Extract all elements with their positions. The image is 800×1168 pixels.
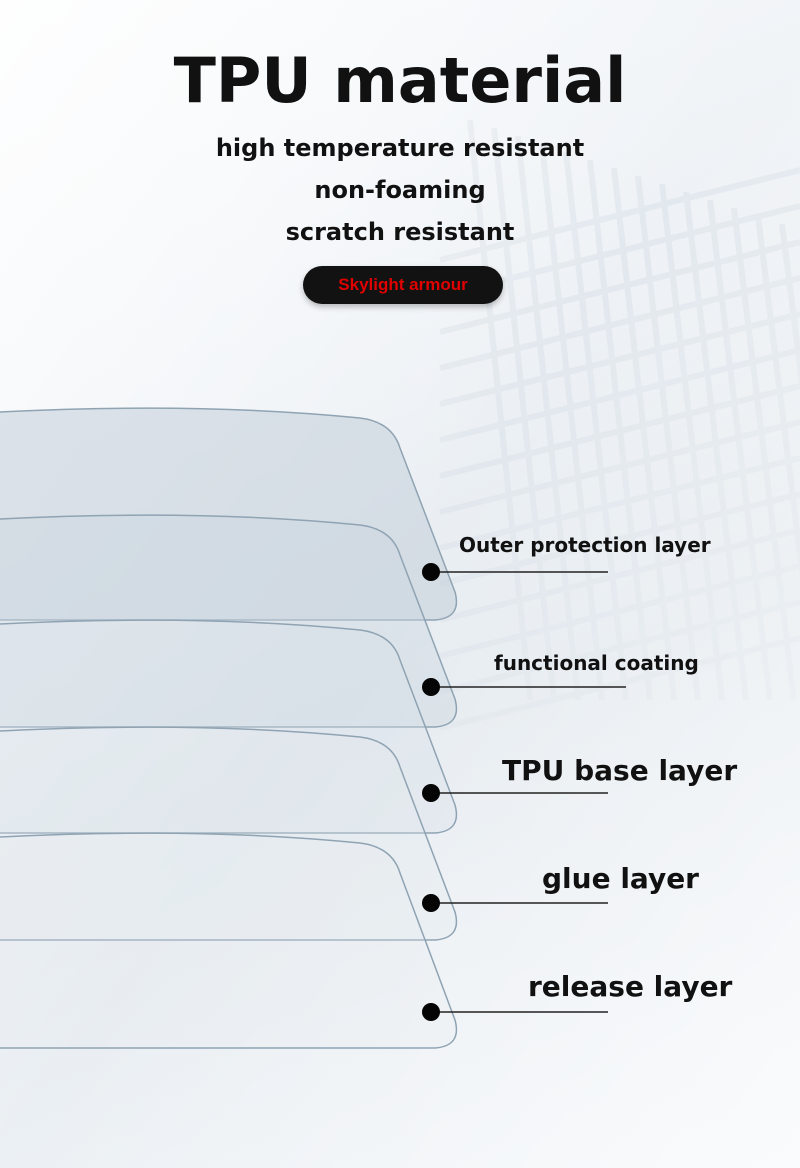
marker-dot-outer-protection bbox=[422, 563, 440, 581]
brand-badge: Skylight armour bbox=[303, 266, 503, 304]
label-glue-layer: glue layer bbox=[542, 862, 699, 895]
layer-sheet-glue bbox=[0, 726, 458, 941]
label-outer-protection-layer: Outer protection layer bbox=[459, 533, 711, 557]
layer-sheet-tpu-base bbox=[0, 619, 458, 834]
layer-sheet-outer-protection bbox=[0, 407, 458, 621]
marker-dot-glue bbox=[422, 894, 440, 912]
feature-non-foaming: non-foaming bbox=[314, 176, 486, 204]
label-functional-coating: functional coating bbox=[494, 651, 699, 675]
page-title: TPU material bbox=[173, 44, 627, 117]
marker-dot-release bbox=[422, 1003, 440, 1021]
feature-scratch-resistant: scratch resistant bbox=[285, 218, 515, 246]
layer-sheet-release bbox=[0, 832, 458, 1049]
label-release-layer: release layer bbox=[528, 970, 733, 1003]
marker-dot-tpu-base bbox=[422, 784, 440, 802]
label-tpu-base-layer: TPU base layer bbox=[502, 754, 738, 787]
marker-dot-functional-coating bbox=[422, 678, 440, 696]
feature-heat-resistant: high temperature resistant bbox=[215, 134, 585, 162]
